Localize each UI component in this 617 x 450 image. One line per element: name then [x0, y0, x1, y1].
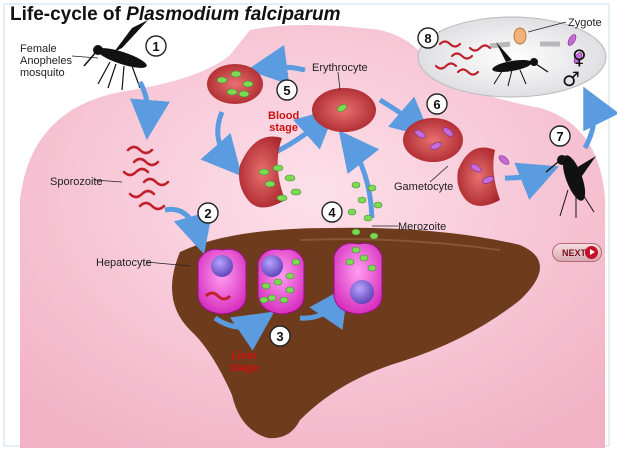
mosquito-gut-oval — [417, 16, 607, 98]
page-title: Life-cycle of Plasmodium falciparum — [10, 4, 341, 26]
step-number: 5 — [283, 83, 290, 98]
mosquito-icon — [83, 20, 148, 91]
mosquito-icon — [545, 155, 596, 218]
leader-lines — [71, 21, 567, 267]
sporozoite-group — [122, 145, 170, 211]
merozoite-label: Merozoite — [398, 221, 447, 233]
title-species: Plasmodium falciparum — [126, 4, 341, 25]
cycle-arrows — [130, 44, 617, 351]
female-mosquito-label: Female Anopheles mosquito — [20, 43, 72, 79]
step-number: 3 — [276, 329, 283, 344]
step-number: 4 — [328, 205, 336, 220]
play-arrow-icon — [585, 246, 598, 259]
female-symbol: ♀ — [572, 45, 587, 69]
gametocyte-parasites — [414, 34, 583, 184]
next-button-label: NEXT — [562, 248, 587, 258]
gut-sporozoites — [434, 40, 492, 76]
step-markers — [145, 27, 571, 347]
zygote-label: Zygote — [568, 17, 602, 29]
gametocyte-label: Gametocyte — [394, 181, 454, 193]
step-number: 1 — [152, 39, 159, 54]
liver-highlight — [299, 238, 501, 251]
mosquito-icon — [492, 42, 549, 87]
sporozoite-label: Sporozoite — [50, 176, 103, 188]
zygote-cell — [513, 27, 527, 45]
next-button[interactable]: NEXT — [552, 243, 602, 262]
hepatocyte-label: Hepatocyte — [96, 257, 152, 269]
step-number: 8 — [424, 31, 431, 46]
step-number: 6 — [433, 97, 440, 112]
erythrocyte-label: Erythrocyte — [312, 62, 368, 74]
step-number: 7 — [556, 129, 563, 144]
merozoite-parasites — [216, 70, 383, 240]
hepatocyte-parasites — [259, 246, 377, 304]
step-number: 2 — [204, 206, 211, 221]
male-symbol: ♂ — [562, 67, 580, 91]
gut-arrows — [489, 41, 560, 49]
title-prefix: Life-cycle of — [10, 4, 127, 25]
blood-stage-label: Blood stage — [268, 110, 300, 134]
liver-stage-label: Liver stage — [230, 350, 259, 374]
